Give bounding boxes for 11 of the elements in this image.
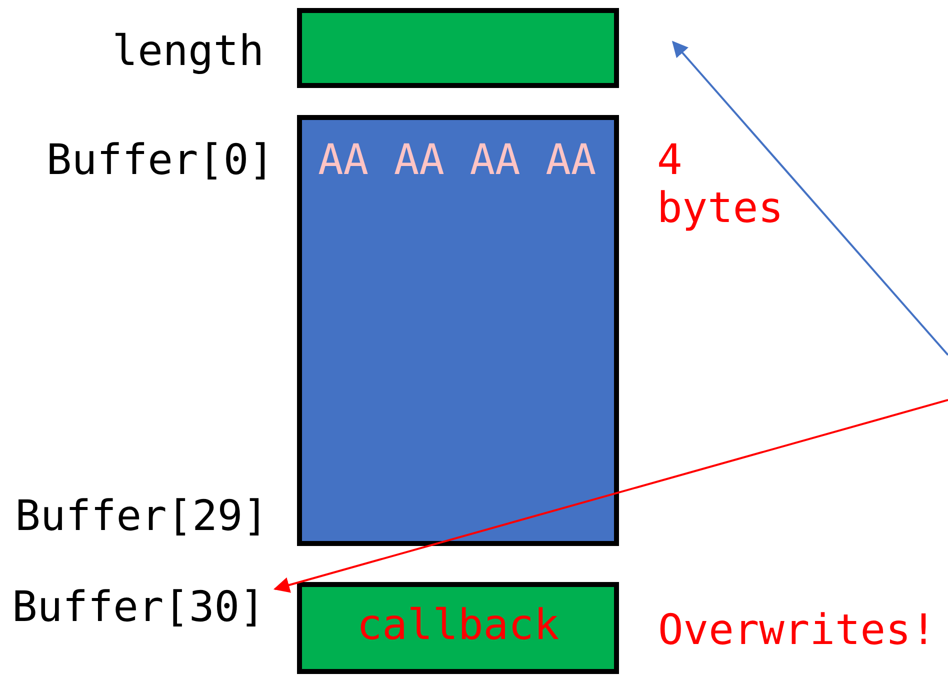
- block-text: AA AA AA AA: [318, 136, 596, 184]
- size-note: 4 bytes: [657, 136, 784, 233]
- index-label: Buffer[30]: [12, 583, 265, 632]
- arrow: [672, 40, 948, 356]
- index-label: Buffer[0]: [46, 136, 274, 184]
- block-text: callback: [356, 601, 560, 650]
- memory-block: [297, 582, 619, 674]
- index-label: Buffer[29]: [15, 492, 268, 540]
- arrow: [273, 399, 948, 593]
- warning-note: Overwrites!: [658, 606, 936, 654]
- field-label: length: [112, 27, 264, 76]
